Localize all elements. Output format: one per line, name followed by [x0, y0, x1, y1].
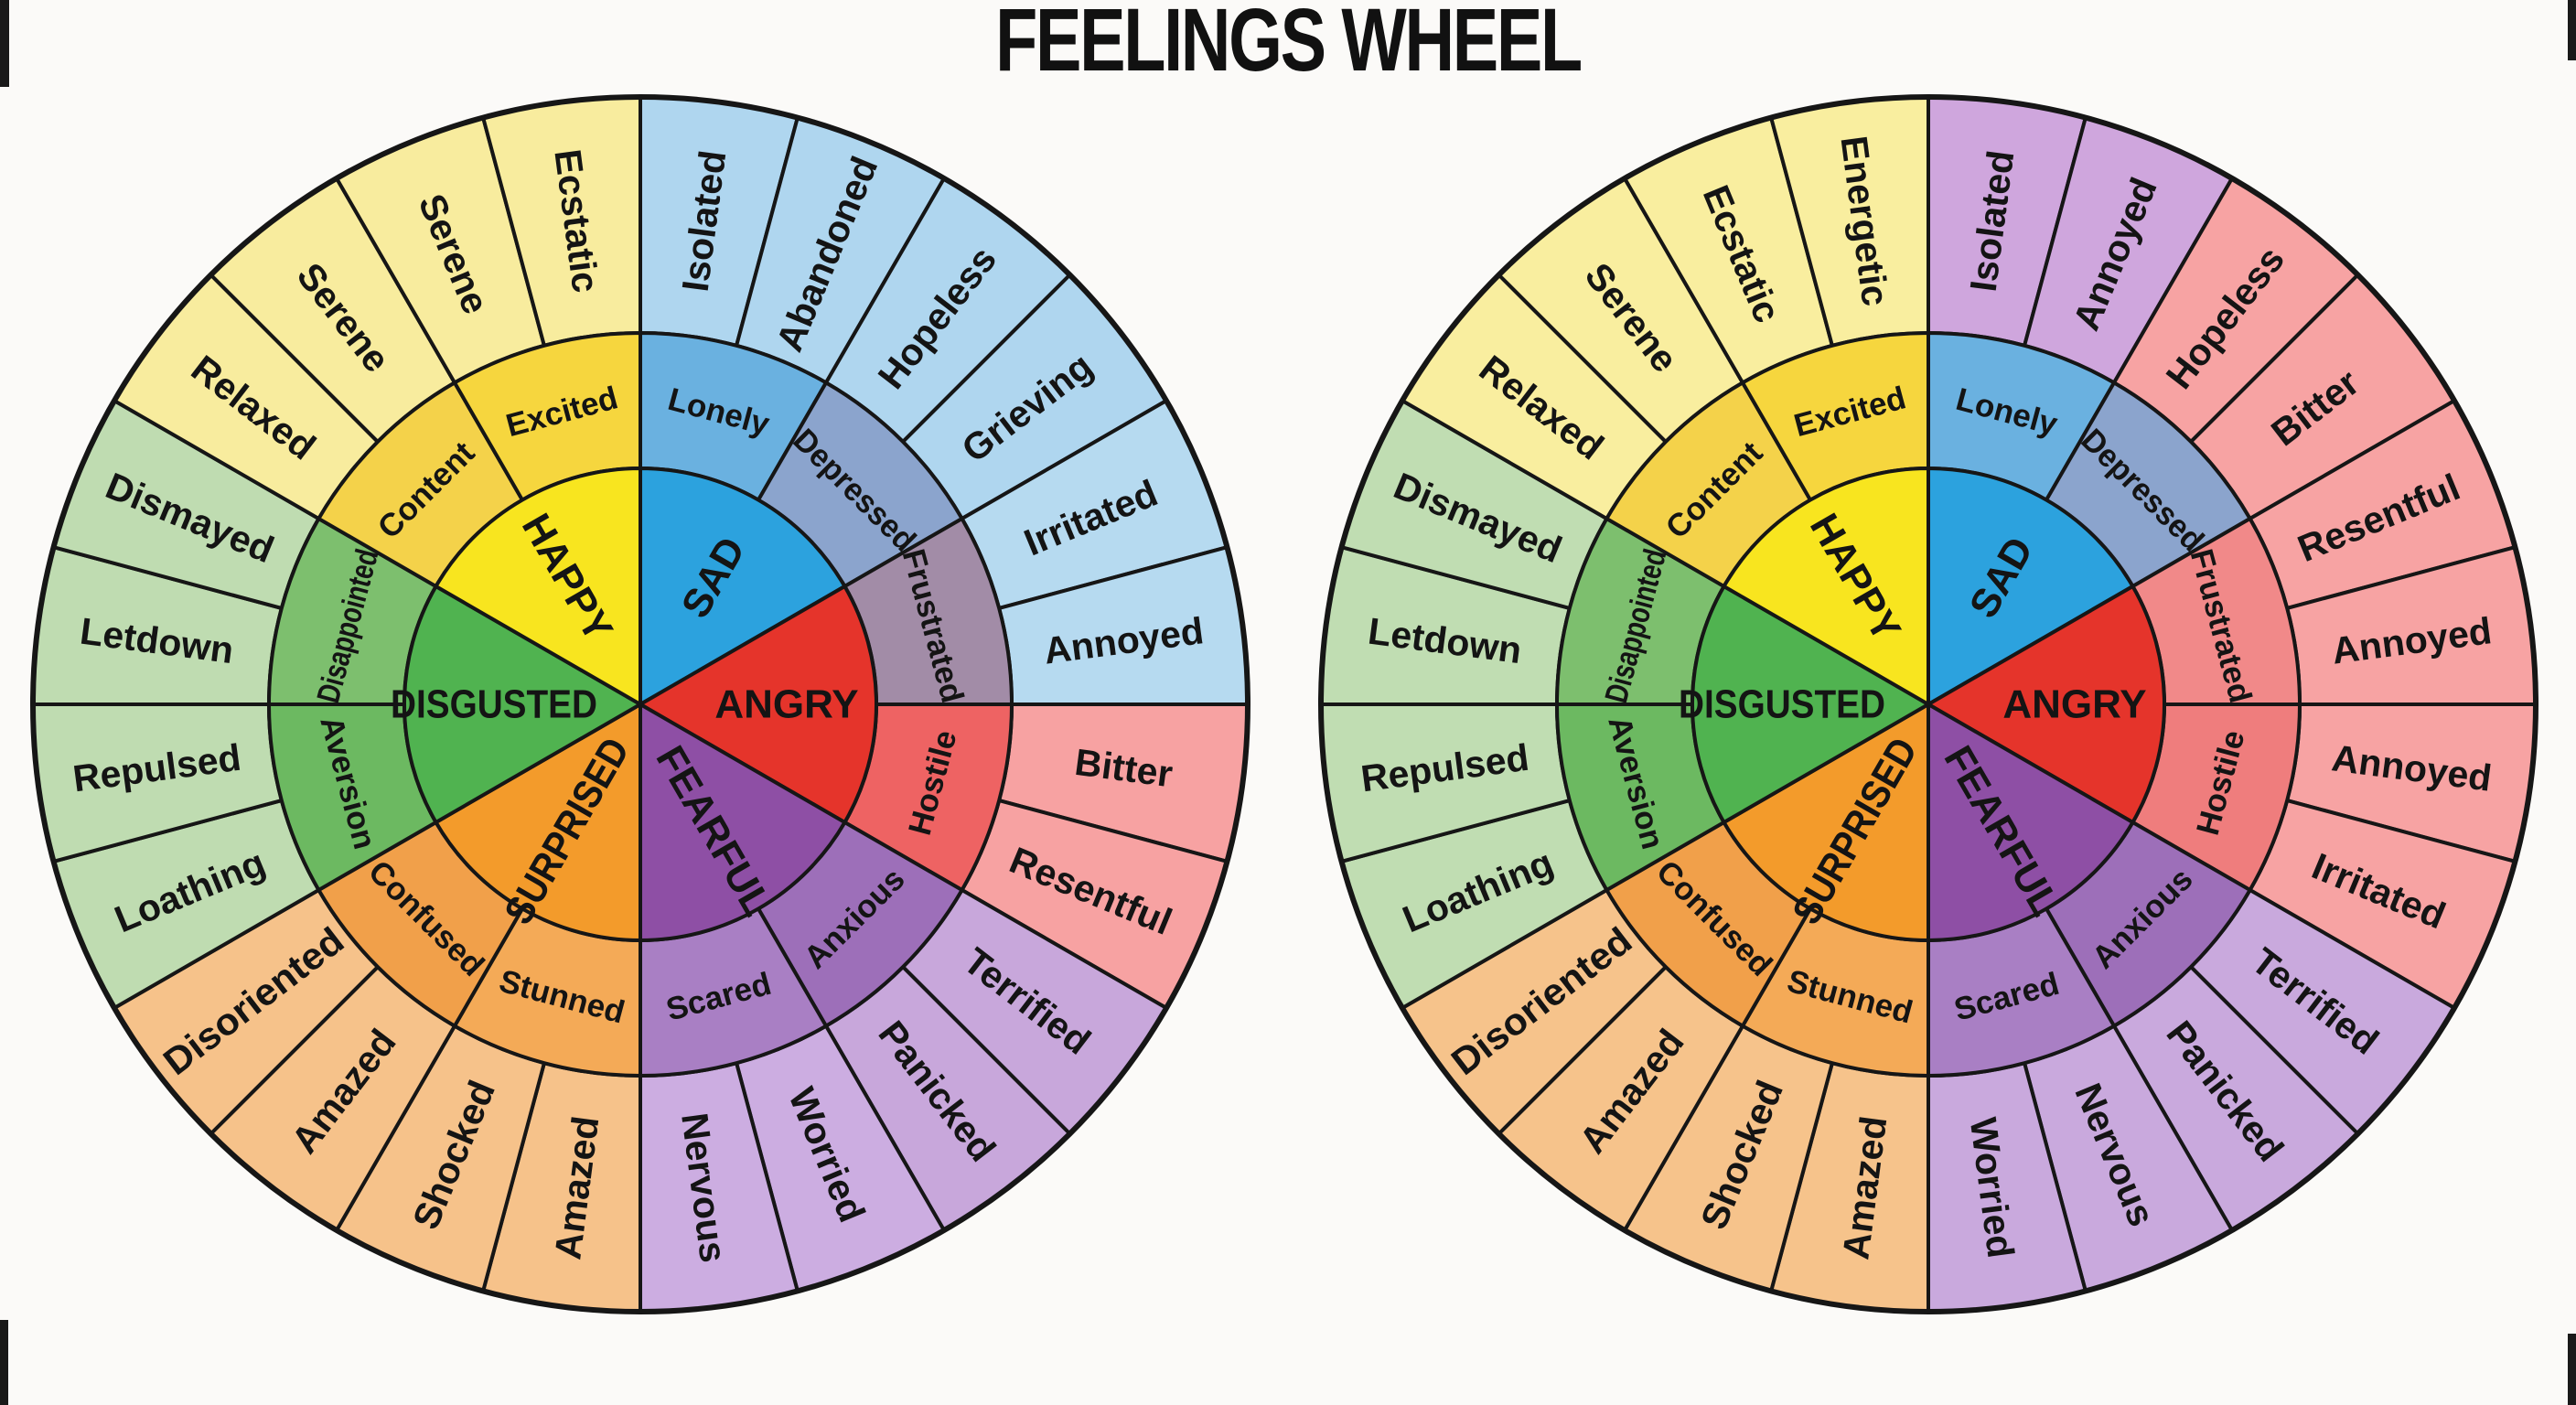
- right-core-segment-3: [1722, 702, 1930, 942]
- left-rim: [30, 94, 1250, 1314]
- left-core-label-1: ANGRY: [714, 682, 858, 727]
- right-core-segment-5: [1722, 467, 1930, 706]
- scan-artifact-bottom-right: [2568, 1334, 2576, 1405]
- left-core-segment-0: [639, 467, 847, 706]
- page-title: FEELINGS WHEEL: [995, 0, 1583, 90]
- right-core-segment-2: [1927, 702, 2135, 942]
- left-core-label-4: DISGUSTED: [391, 682, 597, 727]
- left-core-segment-5: [434, 467, 642, 706]
- right-core-segment-1: [1927, 585, 2166, 824]
- right-core-label-4: DISGUSTED: [1679, 682, 1885, 727]
- left-core-segment-1: [639, 585, 878, 824]
- left-core-segment-4: [402, 585, 642, 824]
- scan-artifact-top-right: [2568, 0, 2576, 60]
- left-core-segment-3: [434, 702, 642, 942]
- left-core-segment-2: [639, 702, 847, 942]
- scan-artifact-bottom-left: [0, 1320, 8, 1405]
- right-core-label-1: ANGRY: [2002, 682, 2146, 727]
- scan-artifact-top-left: [0, 0, 9, 87]
- right-rim: [1318, 94, 2538, 1314]
- right-core-segment-0: [1927, 467, 2135, 706]
- right-core-segment-4: [1690, 585, 1930, 824]
